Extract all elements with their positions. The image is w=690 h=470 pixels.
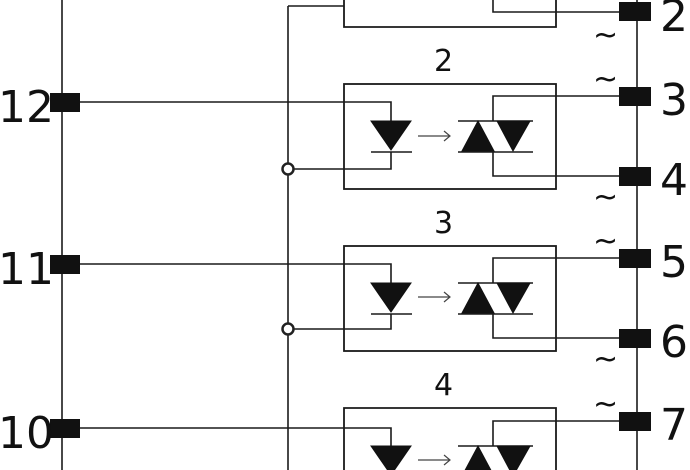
channel-4-label: 4	[434, 368, 453, 403]
pin-6-label: 6	[660, 317, 688, 368]
pin-11-label: 11	[0, 244, 54, 295]
pin-5-pad	[619, 249, 651, 268]
led-triangle-icon	[370, 120, 412, 151]
pin-4-label: 4	[660, 155, 688, 206]
pin-12-pad	[50, 93, 80, 112]
channel-3-box	[343, 245, 557, 352]
channel-3: 3 11 5 6 ~ ~	[0, 206, 688, 377]
led-triangle-icon	[370, 445, 412, 470]
pin-6-pad	[619, 329, 651, 348]
pin-10-label: 10	[0, 408, 54, 459]
ac-symbol: ~	[593, 224, 618, 259]
channel-1-box	[343, 0, 557, 28]
channel-2-label: 2	[434, 44, 453, 79]
triac-icon	[458, 281, 533, 315]
channel-2: 2 12 3 4 ~ ~	[0, 44, 688, 215]
led-triangle-icon	[370, 282, 412, 313]
ac-symbol: ~	[593, 62, 618, 97]
pin-7-label: 7	[660, 400, 688, 451]
junction-dot	[281, 322, 295, 336]
pin-3-pad	[619, 87, 651, 106]
ac-symbol: ~	[593, 180, 618, 215]
pin-2-pad	[619, 2, 651, 21]
pin-7-pad	[619, 412, 651, 431]
pin-3-label: 3	[660, 75, 688, 126]
arrow-right-icon	[418, 454, 451, 466]
ac-symbol: ~	[593, 387, 618, 422]
pin-2-label: 2	[660, 0, 688, 42]
pin-5-label: 5	[660, 237, 688, 288]
ac-symbol: ~	[593, 18, 618, 53]
pin-4-pad	[619, 167, 651, 186]
arrow-right-icon	[418, 130, 451, 142]
channel-3-label: 3	[434, 206, 453, 241]
channel-4: 4 10 7 ~	[0, 368, 688, 470]
pin-10-pad	[50, 419, 80, 438]
pin-11-pad	[50, 255, 80, 274]
arrow-right-icon	[418, 291, 451, 303]
triac-icon	[458, 119, 533, 153]
pin-12-label: 12	[0, 82, 54, 133]
channel-1: 2 ~	[343, 0, 688, 53]
junction-dot	[281, 162, 295, 176]
triac-icon	[458, 444, 533, 470]
ac-symbol: ~	[593, 342, 618, 377]
